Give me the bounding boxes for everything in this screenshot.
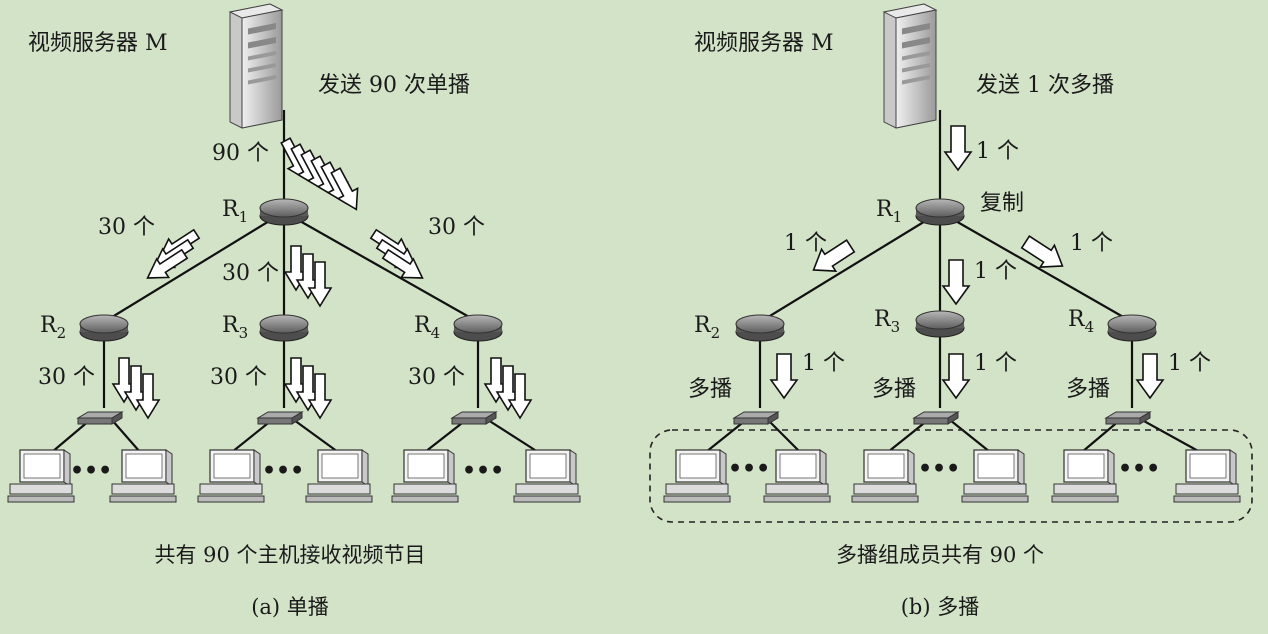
count-label: 30 个 xyxy=(98,215,155,240)
multicast-label: 多播 xyxy=(872,377,916,402)
router-label-r1: R1 xyxy=(222,197,248,226)
count-label: 90 个 xyxy=(212,141,269,166)
router-label-r3: R3 xyxy=(222,313,248,342)
multicast-label: 多播 xyxy=(688,377,732,402)
router-label-r2: R2 xyxy=(40,313,66,342)
router-label-r1: R1 xyxy=(876,197,902,226)
host-computer-icon xyxy=(851,449,919,503)
switch-icon xyxy=(1105,411,1151,425)
router-r4-icon xyxy=(453,314,503,342)
replicate-label: 复制 xyxy=(980,191,1024,216)
switch-icon xyxy=(257,411,303,425)
multicast-label: 多播 xyxy=(1066,377,1110,402)
count-label: 30 个 xyxy=(210,365,267,390)
arrow-bundle-r3-down xyxy=(284,357,332,419)
count-label: 1 个 xyxy=(976,139,1019,164)
panel-unicast: 视频服务器 M 发送 90 次单播 90 个 30 个 30 个 30 个 30… xyxy=(7,3,581,619)
host-computer-icon xyxy=(763,449,831,503)
count-label: 1 个 xyxy=(974,259,1017,284)
network-links xyxy=(51,110,539,453)
host-computer-icon xyxy=(1173,449,1241,503)
router-label-r4: R4 xyxy=(414,313,440,342)
host-computer-icon xyxy=(1051,449,1119,503)
ellipsis: ••• xyxy=(462,458,504,484)
panel-multicast: 视频服务器 M 发送 1 次多播 1 个 复制 1 个 1 个 1 个 1 个 … xyxy=(649,3,1253,619)
single-arrow-top xyxy=(944,125,972,171)
single-arrow-r4-down xyxy=(1136,353,1164,399)
ellipsis: ••• xyxy=(728,456,770,482)
host-computer-icon xyxy=(197,449,265,503)
host-computer-icon xyxy=(663,449,731,503)
panel-caption: 共有 90 个主机接收视频节目 xyxy=(154,543,425,567)
single-arrow-r2-down xyxy=(770,353,798,399)
panel-title: (a) 单播 xyxy=(251,595,329,619)
single-arrow-r1-down xyxy=(942,259,970,305)
panel-caption: 多播组成员共有 90 个 xyxy=(836,543,1044,567)
server-label: 视频服务器 M xyxy=(28,31,168,56)
ellipsis: ••• xyxy=(918,456,960,482)
router-r1-icon xyxy=(915,198,965,226)
count-label: 30 个 xyxy=(428,215,485,240)
switch-icon xyxy=(733,411,779,425)
router-r4-icon xyxy=(1107,314,1157,342)
ellipsis: ••• xyxy=(1118,456,1160,482)
arrow-bundle-r4-down xyxy=(484,357,532,419)
host-computer-icon xyxy=(961,449,1029,503)
switch-icon xyxy=(451,411,497,425)
router-r3-icon xyxy=(259,314,309,342)
arrow-bundle-r2-down xyxy=(112,357,160,419)
host-computer-icon xyxy=(513,449,581,503)
multicast-group-boundary xyxy=(649,429,1253,523)
count-label: 1 个 xyxy=(974,351,1017,376)
router-r2-icon xyxy=(735,314,785,342)
router-label-r2: R2 xyxy=(694,313,720,342)
count-label: 1 个 xyxy=(802,351,845,376)
router-label-r3: R3 xyxy=(874,307,900,336)
panel-title: (b) 多播 xyxy=(901,595,980,619)
count-label: 30 个 xyxy=(408,365,465,390)
router-r2-icon xyxy=(79,314,129,342)
send-label: 发送 90 次单播 xyxy=(318,73,470,98)
server-label: 视频服务器 M xyxy=(694,31,834,56)
single-arrow-r3-down xyxy=(942,353,970,399)
switch-icon xyxy=(913,411,959,425)
ellipsis: ••• xyxy=(262,458,304,484)
network-links xyxy=(705,110,1201,453)
host-computer-icon xyxy=(7,449,75,503)
router-r3-icon xyxy=(915,310,965,338)
router-label-r4: R4 xyxy=(1068,307,1094,336)
switch-icon xyxy=(77,411,123,425)
single-arrow-right xyxy=(1017,230,1071,278)
host-computer-icon xyxy=(109,449,177,503)
count-label: 1 个 xyxy=(784,231,827,256)
video-server-icon xyxy=(883,3,937,129)
count-label: 30 个 xyxy=(38,365,95,390)
ellipsis: ••• xyxy=(70,458,112,484)
arrow-bundle-r1-down xyxy=(284,245,332,307)
router-r1-icon xyxy=(259,198,309,226)
count-label: 1 个 xyxy=(1168,351,1211,376)
host-computer-icon xyxy=(305,449,373,503)
count-label: 30 个 xyxy=(222,261,279,286)
video-server-icon xyxy=(229,3,283,129)
send-label: 发送 1 次多播 xyxy=(976,73,1114,98)
count-label: 1 个 xyxy=(1070,231,1113,256)
host-computer-icon xyxy=(391,449,459,503)
